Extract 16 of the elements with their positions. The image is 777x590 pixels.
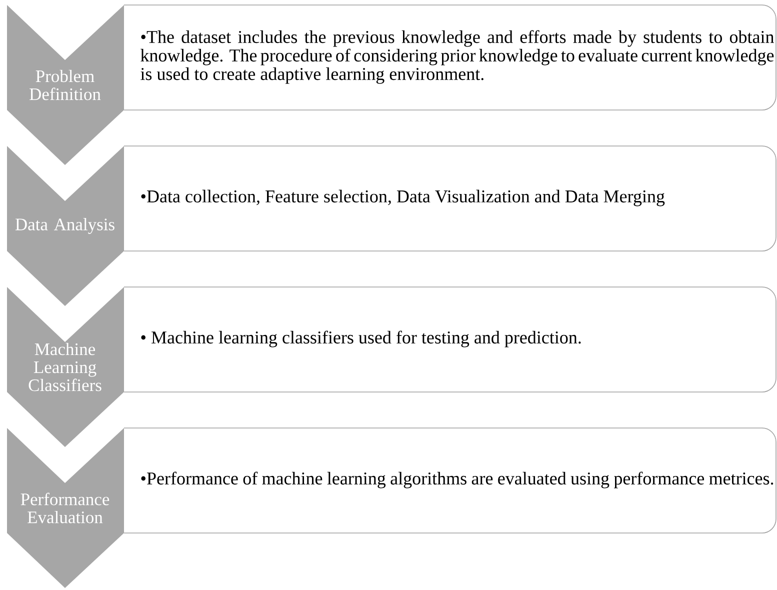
arrow-tip	[7, 533, 124, 588]
text-box: •Data collection, Feature selection, Data Visualization and Data Merging	[124, 146, 776, 252]
arrow-tip	[7, 110, 124, 165]
chevron: Problem Definition	[7, 5, 124, 110]
node-label: Data Analysis	[15, 218, 114, 234]
node-label: Performance Evaluation	[20, 492, 110, 524]
chevron: Machine Learning Classifiers	[7, 287, 124, 392]
chevron: Performance Evaluation	[7, 428, 124, 533]
text-box: •Performance of machine learning algorithms are evaluated using performance metrices.	[124, 428, 776, 534]
chevron: Data Analysis	[7, 146, 124, 251]
text-box: •The dataset includes the previous knowledge and efforts made by students to obtain knowledge. The procedure of considering prior knowledge to evaluate current knowledge is used to create adaptive learning environment.	[124, 4, 776, 110]
text-box: • Machine learning classifiers used for testing and prediction.	[124, 286, 776, 392]
node-label: Problem Definition	[30, 70, 101, 100]
arrow-tip	[7, 392, 124, 447]
arrow-tip	[7, 251, 124, 306]
node-label: Machine Learning Classifiers	[28, 342, 102, 392]
